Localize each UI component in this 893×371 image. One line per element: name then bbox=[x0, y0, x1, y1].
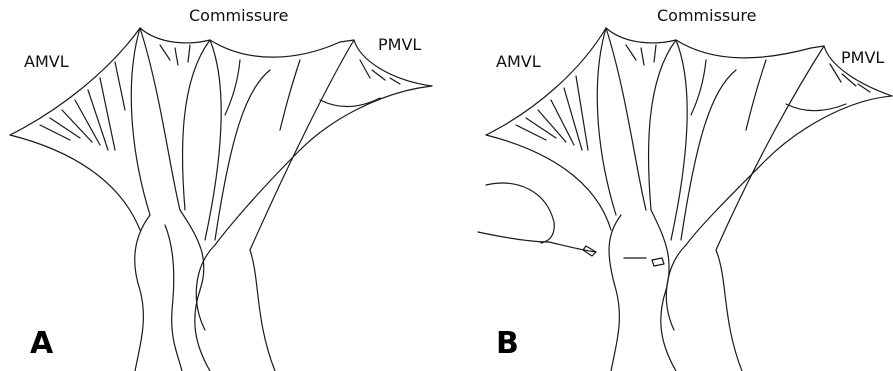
commissure-label: Commissure bbox=[189, 6, 288, 25]
pmvl-label: PMVL bbox=[378, 35, 421, 54]
amvl-leaflet-edge bbox=[10, 28, 140, 135]
papillary-muscle-posterior bbox=[196, 245, 215, 330]
suture-thread bbox=[478, 232, 549, 242]
amvl-label: AMVL bbox=[496, 52, 541, 71]
panel-letter: A bbox=[30, 326, 53, 361]
commissure-edge bbox=[606, 28, 811, 58]
commissure-label: Commissure bbox=[657, 6, 756, 25]
panel-letter: B bbox=[496, 326, 519, 361]
pledget-2 bbox=[652, 258, 664, 266]
papillary-muscle-anterior bbox=[135, 215, 150, 371]
commissure-edge bbox=[140, 28, 340, 57]
suture-tail bbox=[549, 242, 596, 252]
panel-b: Commissure AMVL PMVL B bbox=[446, 0, 893, 371]
amvl-label: AMVL bbox=[24, 52, 69, 71]
panel-a: Commissure AMVL PMVL A bbox=[0, 0, 446, 371]
suture-loop bbox=[486, 183, 554, 243]
pmvl-label: PMVL bbox=[841, 48, 884, 67]
